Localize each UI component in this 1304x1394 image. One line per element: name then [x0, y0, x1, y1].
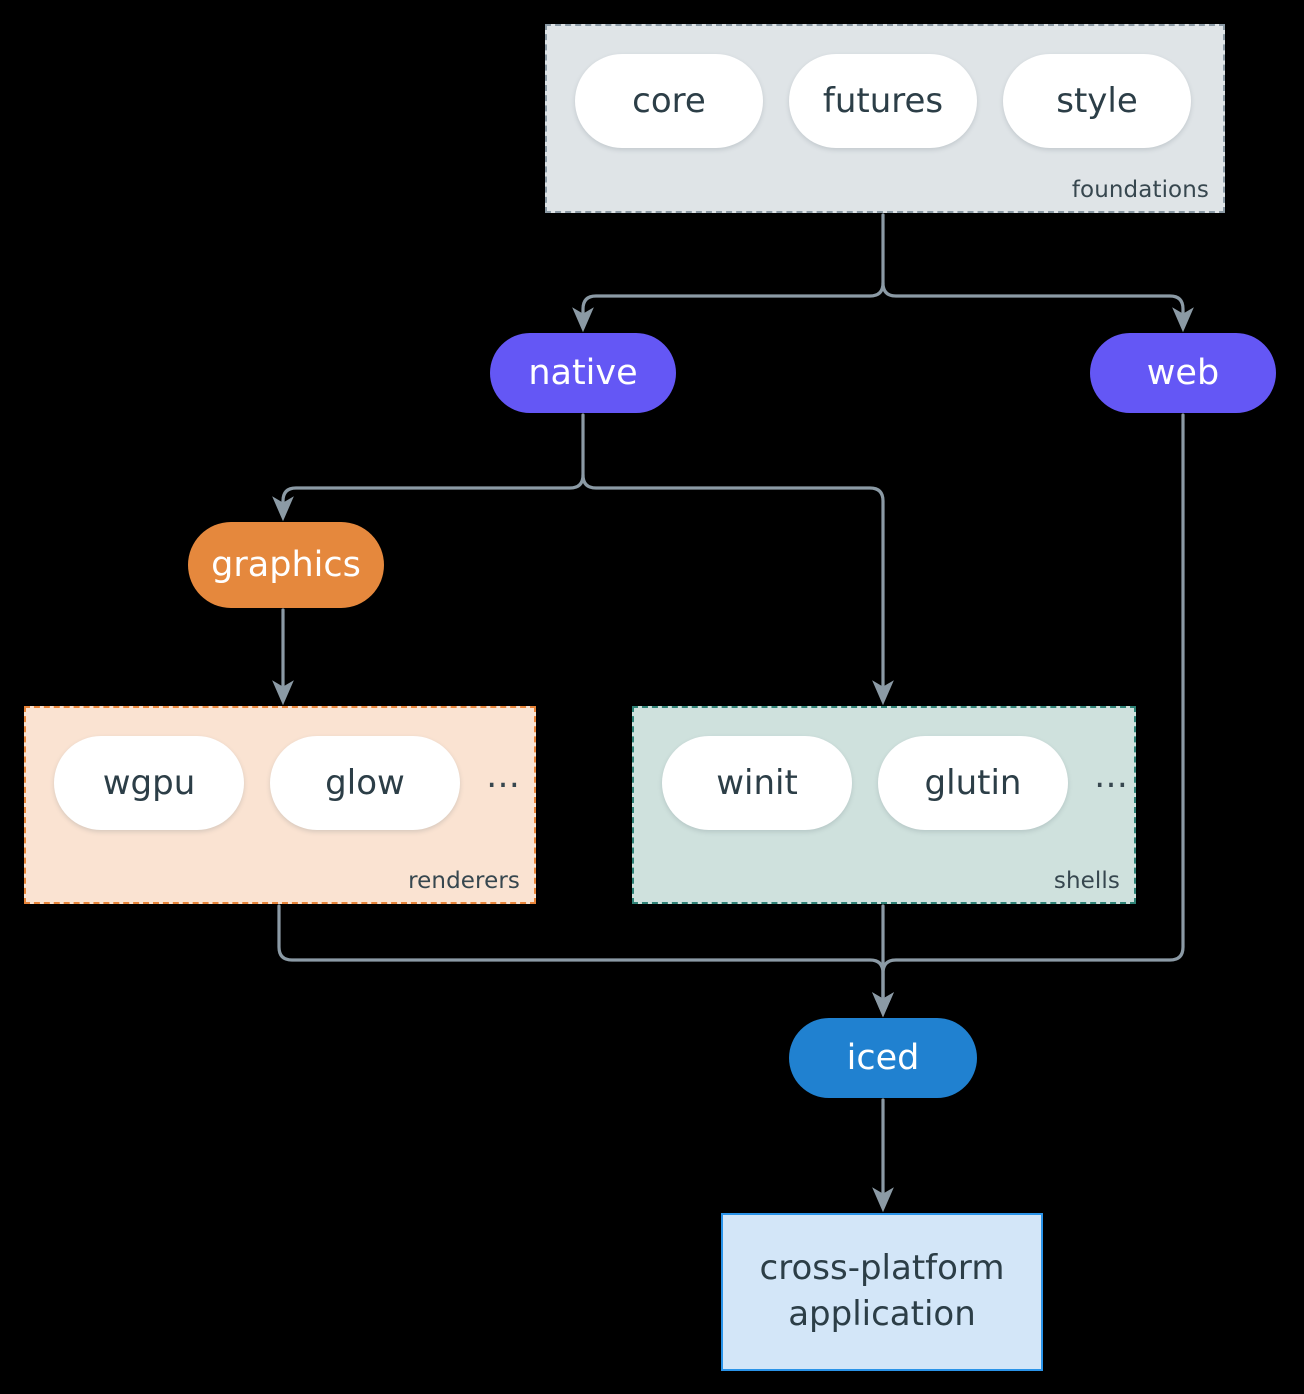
- renderers-member-row: wgpu glow …: [26, 708, 521, 830]
- application-label-line1: cross-platform: [759, 1248, 1005, 1289]
- edge-native-to-graphics: [272, 413, 585, 522]
- member-style[interactable]: style: [1003, 54, 1191, 148]
- shells-member-row: winit glutin …: [634, 708, 1129, 830]
- renderers-more-ellipsis: …: [486, 756, 521, 796]
- node-graphics[interactable]: graphics: [188, 522, 384, 608]
- edge-foundations-to-native: [572, 213, 885, 333]
- edge-renderers-to-iced: [277, 904, 894, 1018]
- shells-more-ellipsis: …: [1094, 756, 1129, 796]
- member-core[interactable]: core: [575, 54, 763, 148]
- foundations-member-row: core futures style: [547, 26, 1191, 148]
- node-application[interactable]: cross-platform application: [721, 1213, 1043, 1371]
- member-futures[interactable]: futures: [789, 54, 977, 148]
- group-label-shells: shells: [1053, 868, 1120, 894]
- member-wgpu[interactable]: wgpu: [54, 736, 244, 830]
- group-shells: winit glutin … shells: [632, 706, 1136, 904]
- edge-native-to-shells: [581, 473, 894, 706]
- edge-foundations-to-web: [881, 281, 1194, 333]
- node-native[interactable]: native: [490, 333, 676, 413]
- group-foundations: core futures style foundations: [545, 24, 1225, 213]
- member-winit[interactable]: winit: [662, 736, 852, 830]
- group-label-foundations: foundations: [1071, 177, 1209, 203]
- application-label-line2: application: [788, 1294, 976, 1334]
- member-glutin[interactable]: glutin: [878, 736, 1068, 830]
- member-glow[interactable]: glow: [270, 736, 460, 830]
- node-iced[interactable]: iced: [789, 1018, 977, 1098]
- group-label-renderers: renderers: [408, 868, 520, 894]
- group-renderers: wgpu glow … renderers: [24, 706, 536, 904]
- node-web[interactable]: web: [1090, 333, 1276, 413]
